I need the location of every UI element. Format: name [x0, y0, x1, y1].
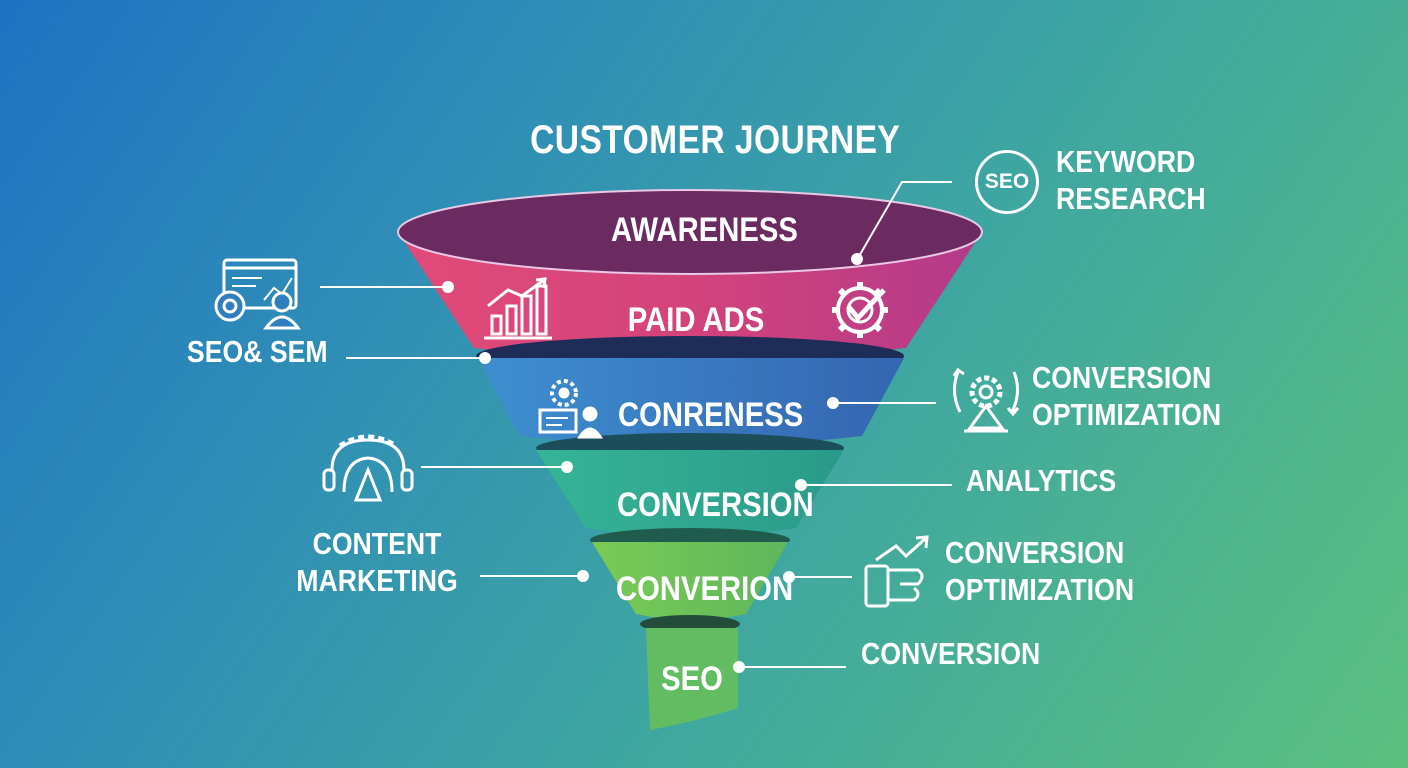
callout-seo-sem: SEO& SEM — [187, 334, 328, 369]
stage-label-awareness: AWARENESS — [611, 211, 798, 249]
stage-label-conreness: CONRENESS — [618, 396, 804, 434]
callout-conversion: CONVERSION — [861, 636, 1041, 671]
funnel-band-conreness — [478, 358, 904, 446]
stage-label-paid-ads: PAID ADS — [627, 301, 765, 339]
callout-keyword-research: KEYWORD RESEARCH — [1056, 144, 1206, 216]
gear-head-icon — [322, 434, 414, 502]
diagram-title: CUSTOMER JOURNEY — [530, 118, 901, 162]
funnel-band-awareness — [397, 189, 983, 275]
analytics-dashboard-icon — [214, 258, 301, 330]
funnel-spout-seo — [646, 628, 738, 730]
funnel-band-conversion — [536, 450, 844, 536]
gear-check-icon — [832, 282, 888, 338]
callout-analytics: ANALYTICS — [966, 463, 1117, 498]
funnel-band-converion — [592, 542, 788, 620]
bar-chart-icon — [484, 277, 552, 340]
stage-label-conversion: CONVERSION — [617, 486, 814, 524]
stage-label-seo: SEO — [661, 660, 723, 698]
gear-profile-icon — [538, 379, 603, 439]
seo-badge-icon: SEO — [975, 150, 1039, 214]
callout-conversion-optimization-1: CONVERSION OPTIMIZATION — [1032, 360, 1222, 432]
stage-label-converion: CONVERION — [616, 570, 794, 608]
callout-content-marketing: CONTENT MARKETING — [296, 526, 458, 598]
callout-conversion-optimization-2: CONVERSION OPTIMIZATION — [945, 535, 1135, 607]
hand-growth-icon — [864, 535, 929, 608]
gear-arrows-icon — [952, 367, 1020, 433]
